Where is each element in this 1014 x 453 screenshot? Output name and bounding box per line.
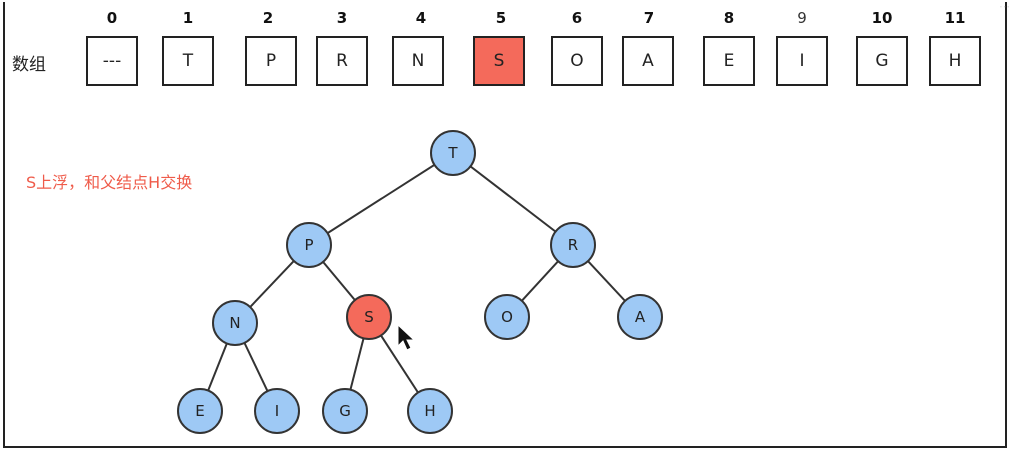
- tree-node-circle: [550, 222, 596, 268]
- tree-nodes: T P R N S O A E I G H: [177, 130, 663, 434]
- tree-node-circle: [254, 388, 300, 434]
- tree-node-label: A: [635, 308, 646, 326]
- tree-node-label: G: [339, 402, 351, 420]
- tree-node-label: T: [447, 144, 458, 162]
- tree-node-G: G: [322, 388, 368, 434]
- tree-node-T: T: [430, 130, 476, 176]
- array-index-2: 2: [262, 9, 274, 27]
- tree-node-circle: [484, 294, 530, 340]
- tree-node-circle: [212, 300, 258, 346]
- tree-node-A: A: [617, 294, 663, 340]
- tree-node-label: R: [568, 236, 578, 254]
- tree-edges: [199, 152, 641, 412]
- array-index-7: 7: [643, 9, 655, 27]
- array-cell-1: T: [162, 36, 214, 86]
- array-index-3: 3: [336, 9, 348, 27]
- array-cell-8: E: [703, 36, 755, 86]
- step-note: S上浮，和父结点H交换: [26, 173, 193, 192]
- tree-node-circle: [322, 388, 368, 434]
- array-index-5: 5: [495, 9, 507, 27]
- array-index-0: 0: [106, 9, 118, 27]
- array-index-6: 6: [571, 9, 583, 27]
- array-index-9: 9: [797, 9, 807, 27]
- tree-node-S: S: [346, 294, 392, 340]
- tree-node-label: H: [424, 402, 435, 420]
- array-index-4: 4: [415, 9, 427, 27]
- array-cell-9: I: [776, 36, 828, 86]
- tree-node-E: E: [177, 388, 223, 434]
- tree-node-N: N: [212, 300, 258, 346]
- watermark: ⋯: [999, 0, 1010, 13]
- tree-node-circle: [286, 222, 332, 268]
- tree-node-label: O: [501, 308, 513, 326]
- tree-node-circle: [617, 294, 663, 340]
- tree-node-label: N: [229, 314, 240, 332]
- array-index-8: 8: [723, 9, 735, 27]
- tree-node-label: E: [195, 402, 204, 420]
- array-cell-4: N: [392, 36, 444, 86]
- tree-node-R: R: [550, 222, 596, 268]
- array-cell-7: A: [622, 36, 674, 86]
- array-cell-2: P: [245, 36, 297, 86]
- diagram-frame: [3, 2, 1007, 448]
- tree-node-O: O: [484, 294, 530, 340]
- array-cell-0: ---: [86, 36, 138, 86]
- tree-node-label: S: [364, 308, 374, 326]
- tree-node-circle: [407, 388, 453, 434]
- tree-node-circle: [430, 130, 476, 176]
- mouse-cursor-icon: [397, 323, 416, 351]
- array-cell-3: R: [316, 36, 368, 86]
- array-label: 数组: [12, 55, 46, 75]
- tree-node-label: I: [275, 402, 279, 420]
- array-index-1: 1: [182, 9, 194, 27]
- array-cell-5: S: [473, 36, 525, 86]
- array-cell-10: G: [856, 36, 908, 86]
- array-cell-6: O: [551, 36, 603, 86]
- tree-node-circle: [346, 294, 392, 340]
- tree-node-P: P: [286, 222, 332, 268]
- tree-node-I: I: [254, 388, 300, 434]
- tree-edge-n1-n3: [452, 152, 574, 246]
- array-index-11: 11: [944, 9, 966, 27]
- tree-node-label: P: [304, 236, 313, 254]
- array-cell-11: H: [929, 36, 981, 86]
- array-index-10: 10: [871, 9, 893, 27]
- tree-edge-n1-n2: [308, 152, 454, 246]
- tree-node-circle: [177, 388, 223, 434]
- tree-node-H: H: [407, 388, 453, 434]
